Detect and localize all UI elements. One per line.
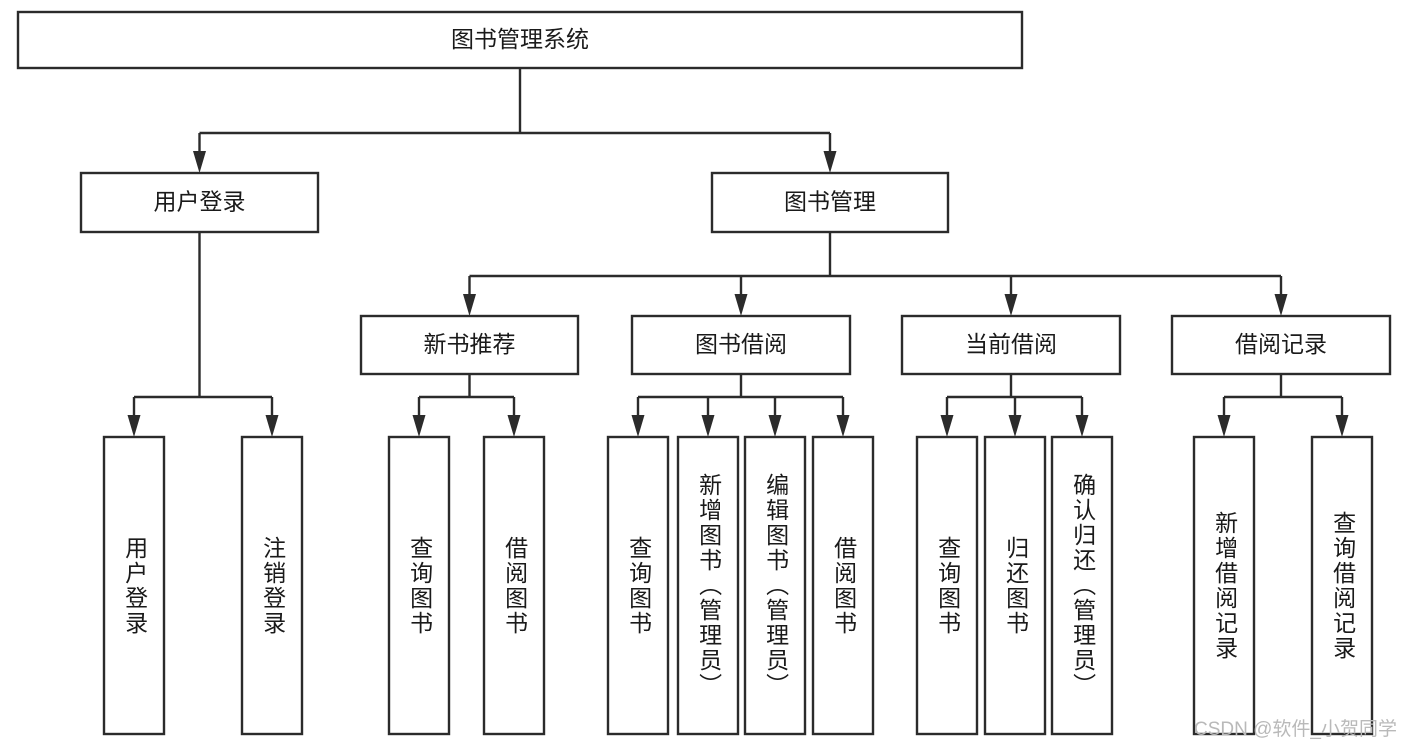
node-box-leaf-query-book-br[interactable] xyxy=(606,435,670,736)
arrow-user-login xyxy=(193,151,206,173)
arrow-leaf-edit-book xyxy=(768,415,782,437)
node-label-current-borrow: 当前借阅 xyxy=(965,331,1057,357)
node-label-borrow-record: 借阅记录 xyxy=(1235,331,1327,357)
node-box-borrow-record[interactable] xyxy=(1170,314,1392,376)
arrow-new-book-recommend xyxy=(463,294,476,316)
node-box-leaf-edit-book[interactable] xyxy=(743,435,807,736)
arrow-leaf-logout-login xyxy=(265,415,279,437)
arrow-leaf-return-book xyxy=(1008,415,1022,437)
node-box-book-manage[interactable] xyxy=(710,171,950,234)
arrow-leaf-query-book-cb xyxy=(940,415,954,437)
node-box-leaf-user-login[interactable] xyxy=(102,435,166,736)
node-box-leaf-query-book-cb[interactable] xyxy=(915,435,979,736)
arrow-borrow-record xyxy=(1274,294,1288,316)
node-box-book-borrow[interactable] xyxy=(630,314,852,376)
arrow-leaf-query-book-br xyxy=(631,415,645,437)
arrow-leaf-confirm-return xyxy=(1075,415,1089,437)
arrow-leaf-add-book xyxy=(701,415,715,437)
arrow-book-manage xyxy=(823,151,837,173)
arrow-leaf-borrow-book-rec xyxy=(507,415,521,437)
box-layer xyxy=(16,10,1392,736)
node-box-leaf-borrow-book-rec[interactable] xyxy=(482,435,546,736)
arrow-leaf-borrow-book-br xyxy=(836,415,850,437)
node-box-leaf-query-book-rec[interactable] xyxy=(387,435,451,736)
connector-layer xyxy=(127,68,1349,437)
arrow-leaf-user-login xyxy=(127,415,141,437)
node-box-user-login[interactable] xyxy=(79,171,320,234)
node-label-new-book-recommend: 新书推荐 xyxy=(424,331,516,357)
node-box-root[interactable] xyxy=(16,10,1024,70)
node-label-user-login: 用户登录 xyxy=(154,189,246,215)
node-box-leaf-confirm-return[interactable] xyxy=(1050,435,1114,736)
arrow-leaf-query-book-rec xyxy=(412,415,426,437)
node-label-root: 图书管理系统 xyxy=(451,26,589,52)
arrow-current-borrow xyxy=(1004,294,1018,316)
node-label-book-manage: 图书管理 xyxy=(784,189,876,215)
arrow-book-borrow xyxy=(734,294,748,316)
arrow-leaf-query-record xyxy=(1335,415,1349,437)
node-box-leaf-borrow-book-br[interactable] xyxy=(811,435,875,736)
node-box-leaf-logout-login[interactable] xyxy=(240,435,304,736)
arrow-leaf-add-record xyxy=(1217,415,1231,437)
node-box-current-borrow[interactable] xyxy=(900,314,1122,376)
node-box-new-book-recommend[interactable] xyxy=(359,314,580,376)
node-box-leaf-add-book[interactable] xyxy=(676,435,740,736)
node-box-leaf-add-record[interactable] xyxy=(1192,435,1256,736)
node-box-leaf-query-record[interactable] xyxy=(1310,435,1374,736)
node-box-leaf-return-book[interactable] xyxy=(983,435,1047,736)
node-label-book-borrow: 图书借阅 xyxy=(695,331,787,357)
watermark-text: CSDN @软件_小贺同学 xyxy=(1194,719,1397,740)
